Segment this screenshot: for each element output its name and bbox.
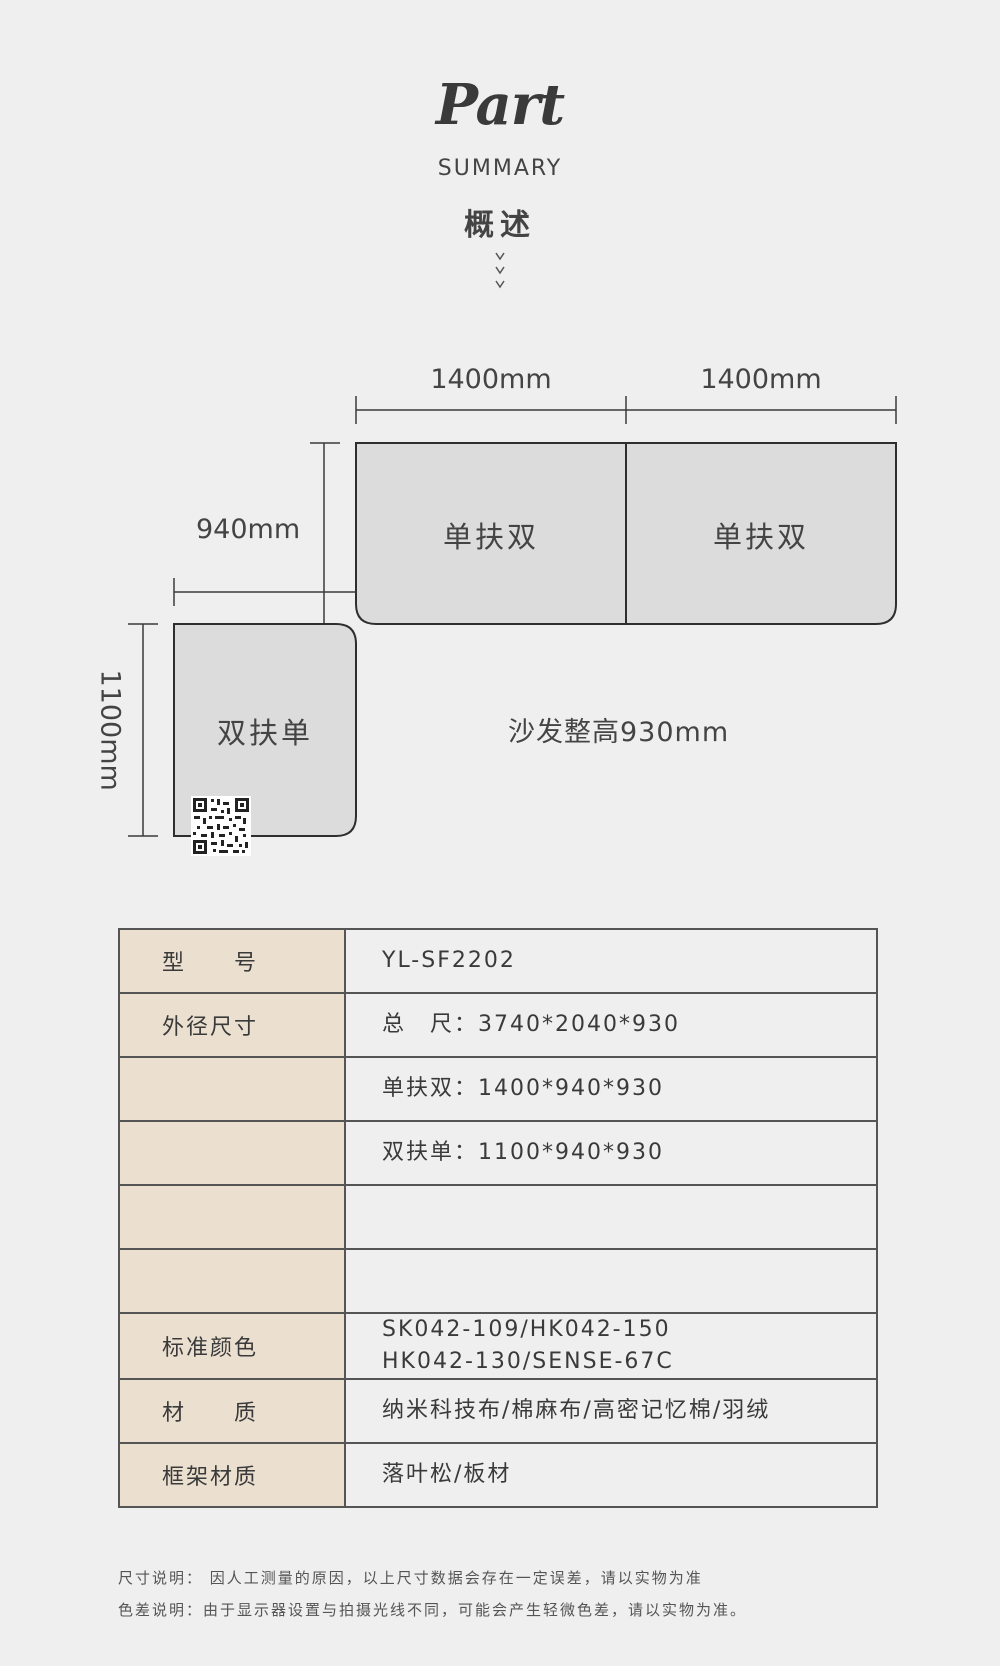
row-value-module-2-size: 双扶单：1100*940*930 [344, 1120, 878, 1186]
footnotes: 尺寸说明： 因人工测量的原因，以上尺寸数据会存在一定误差，请以实物为准 色差说明… [118, 1562, 918, 1626]
spec-table: 型 号 YL-SF2202 外径尺寸 总 尺：3740*2040*930 单扶双… [118, 928, 878, 1508]
color-note: 色差说明：由于显示器设置与拍摄光线不同，可能会产生轻微色差，请以实物为准。 [118, 1601, 748, 1619]
depth-label: 940mm [196, 514, 301, 545]
row-value-model: YL-SF2202 [344, 928, 878, 994]
table-row: 双扶单：1100*940*930 [118, 1120, 878, 1186]
table-row: 单扶双：1400*940*930 [118, 1056, 878, 1122]
depth-dimension-line [173, 442, 356, 624]
table-row: 标准颜色 SK042-109/HK042-150 HK042-130/SENSE… [118, 1312, 878, 1380]
module-label-right-2: 单扶双 [712, 520, 809, 554]
qr-code-icon [191, 796, 251, 856]
row-value-module-1-size: 单扶双：1400*940*930 [344, 1056, 878, 1122]
row-value-empty [344, 1248, 878, 1314]
row-value-empty [344, 1184, 878, 1250]
row-key-frame-material: 框架材质 [118, 1442, 346, 1508]
row-key-empty [118, 1056, 346, 1122]
table-row: 材 质 纳米科技布/棉麻布/高密记忆棉/羽绒 [118, 1378, 878, 1444]
row-key-dimensions: 外径尺寸 [118, 992, 346, 1058]
side-dimension-line [128, 623, 158, 837]
sofa-layout-diagram [128, 396, 897, 837]
section-title-cn: 概述 [464, 208, 536, 243]
table-row [118, 1184, 878, 1250]
row-key-standard-color: 标准颜色 [118, 1312, 346, 1380]
module-shape-right-1 [355, 442, 627, 625]
row-value-frame-material: 落叶松/板材 [344, 1442, 878, 1508]
table-row: 框架材质 落叶松/板材 [118, 1442, 878, 1508]
chevron-down-icon [495, 252, 505, 289]
row-value-colors: SK042-109/HK042-150 HK042-130/SENSE-67C [344, 1312, 878, 1380]
header-section: Part SUMMARY 概述 [0, 0, 1000, 300]
table-row: 外径尺寸 总 尺：3740*2040*930 [118, 992, 878, 1058]
sofa-height-note: 沙发整高930mm [508, 717, 730, 748]
module-shape-left [173, 623, 357, 837]
module-label-right-1: 单扶双 [442, 520, 539, 554]
row-key-model: 型 号 [118, 928, 346, 994]
row-key-empty [118, 1184, 346, 1250]
summary-subtitle: SUMMARY [437, 156, 563, 181]
width-right-label: 1400mm [700, 364, 822, 395]
side-length-label: 1100mm [94, 669, 126, 791]
top-dimension-line [355, 396, 897, 424]
color-code-line-2: HK042-130/SENSE-67C [382, 1349, 674, 1374]
table-row: 型 号 YL-SF2202 [118, 928, 878, 994]
size-note: 尺寸说明： 因人工测量的原因，以上尺寸数据会存在一定误差，请以实物为准 [118, 1569, 703, 1587]
module-label-left: 双扶单 [216, 716, 313, 750]
width-left-label: 1400mm [430, 364, 552, 395]
row-value-total-size: 总 尺：3740*2040*930 [344, 992, 878, 1058]
row-key-material: 材 质 [118, 1378, 346, 1444]
row-key-empty [118, 1248, 346, 1314]
part-script-title: Part [435, 72, 565, 138]
module-shape-right-2 [625, 442, 897, 625]
row-key-empty [118, 1120, 346, 1186]
row-value-material: 纳米科技布/棉麻布/高密记忆棉/羽绒 [344, 1378, 878, 1444]
color-code-line-1: SK042-109/HK042-150 [382, 1317, 671, 1342]
table-row [118, 1248, 878, 1314]
